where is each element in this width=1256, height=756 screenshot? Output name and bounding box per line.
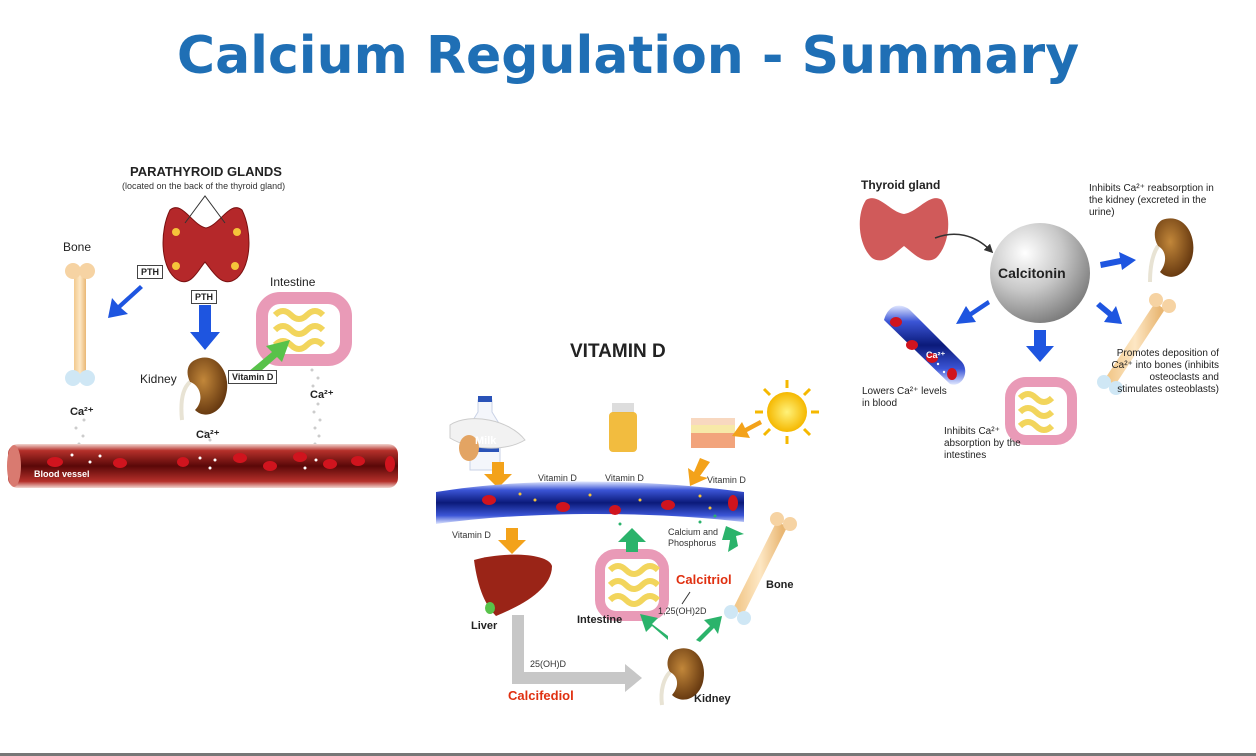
calcium-dots xyxy=(74,368,322,449)
supplement-bottle-icon xyxy=(609,403,637,452)
intestine-effect-note: Inhibits Ca²⁺ absorption by the intestin… xyxy=(944,426,1021,461)
calcitriol-formula: 1,25(OH)2D xyxy=(658,606,707,616)
arrow-to-bone xyxy=(108,285,143,318)
milk-label: Milk xyxy=(475,435,497,447)
slide-bottom-border xyxy=(0,753,1256,756)
kidney-to-bone-arrow xyxy=(696,616,722,642)
formula-25-label: 25(OH)D xyxy=(530,659,567,669)
vitamin-d-arrow xyxy=(248,340,290,378)
ca-label-kidney: Ca²⁺ xyxy=(196,429,220,441)
kidney-label-middle: Kidney xyxy=(694,693,731,705)
parathyroid-subheading: (located on the back of the thyroid glan… xyxy=(122,181,286,191)
page-title: Calcium Regulation - Summary xyxy=(176,26,1080,86)
arrow-to-intestine-right xyxy=(1026,330,1054,362)
liver-label: Liver xyxy=(471,620,498,632)
ca-label-blood: Ca²⁺ xyxy=(926,350,946,360)
skin-arrow xyxy=(688,458,710,486)
bone-label-middle: Bone xyxy=(766,579,794,591)
sun-icon xyxy=(755,380,819,444)
bone-icon xyxy=(65,263,95,386)
sun-to-skin-arrow xyxy=(732,420,762,438)
pth-tag-kidney: PTH xyxy=(191,290,217,304)
kidney-to-intestine-arrow xyxy=(640,614,668,640)
bone-icon-right xyxy=(1097,293,1176,395)
liver-icon xyxy=(474,554,552,616)
blood-vessel-right xyxy=(884,305,966,385)
blood-effect-note: Lowers Ca²⁺ levels in blood xyxy=(862,386,947,409)
bone-label: Bone xyxy=(63,240,92,254)
intestine-icon-right xyxy=(1005,377,1077,445)
calcifediol-label: Calcifediol xyxy=(508,688,574,703)
blood-vessel-label: Blood vessel xyxy=(34,469,90,479)
thyroid-gland-icon xyxy=(859,198,949,261)
vitamin-d-label-liver: Vitamin D xyxy=(452,530,491,540)
parathyroid-illustration xyxy=(162,195,250,283)
calcitonin-sphere xyxy=(990,223,1090,323)
egg-icon xyxy=(459,435,479,461)
blood-vessel-left xyxy=(7,444,398,488)
bone-effect-note: Promotes deposition of Ca²⁺ into bones (… xyxy=(1111,348,1219,395)
kidney-effect-note: Inhibits Ca²⁺ reabsorption in the kidney… xyxy=(1089,183,1214,218)
arrow-to-bone-right xyxy=(1096,302,1122,324)
kidney-icon-middle xyxy=(659,648,705,706)
kidney-label: Kidney xyxy=(140,372,177,386)
calcitonin-label: Calcitonin xyxy=(998,265,1066,281)
parathyroid-heading: PARATHYROID GLANDS xyxy=(130,164,282,179)
calcitriol-pointer xyxy=(681,591,691,605)
calcium-phosphorus-label: Calcium and Phosphorus xyxy=(668,527,719,548)
calcitriol-label: Calcitriol xyxy=(676,572,732,587)
vitamin-d-tag: Vitamin D xyxy=(228,370,278,384)
intestine-icon xyxy=(256,292,352,366)
vitamin-d-label-supplement: Vitamin D xyxy=(605,473,644,483)
blood-vessel-middle xyxy=(436,481,744,526)
bone-up-arrow xyxy=(722,526,744,552)
skin-icon xyxy=(691,418,735,448)
liver-to-kidney-arrow xyxy=(512,615,642,692)
food-arrow xyxy=(484,462,512,488)
liver-arrow xyxy=(498,528,526,554)
vitamin-d-heading: VITAMIN D xyxy=(570,341,666,362)
vitamin-d-label-food: Vitamin D xyxy=(538,473,577,483)
intestine-icon-middle xyxy=(595,549,669,621)
intestine-up-arrow xyxy=(618,528,646,552)
arrow-to-kidney-right xyxy=(1100,252,1136,270)
bone-icon-middle xyxy=(724,512,797,625)
pth-tag-bone: PTH xyxy=(137,265,163,279)
vitamin-d-label-sun: Vitamin D xyxy=(707,475,746,485)
arrow-to-kidney xyxy=(190,305,220,350)
intestine-label-middle: Intestine xyxy=(577,614,623,626)
arrow-to-blood-right xyxy=(956,300,990,324)
ca-label-intestine: Ca²⁺ xyxy=(310,389,334,401)
thyroid-gland-label: Thyroid gland xyxy=(861,178,941,192)
kidney-icon-right xyxy=(1148,218,1194,283)
intestine-label: Intestine xyxy=(270,275,316,289)
ca-label-bone: Ca²⁺ xyxy=(70,406,94,418)
thyroid-arrow xyxy=(934,233,994,254)
kidney-icon xyxy=(179,357,228,421)
